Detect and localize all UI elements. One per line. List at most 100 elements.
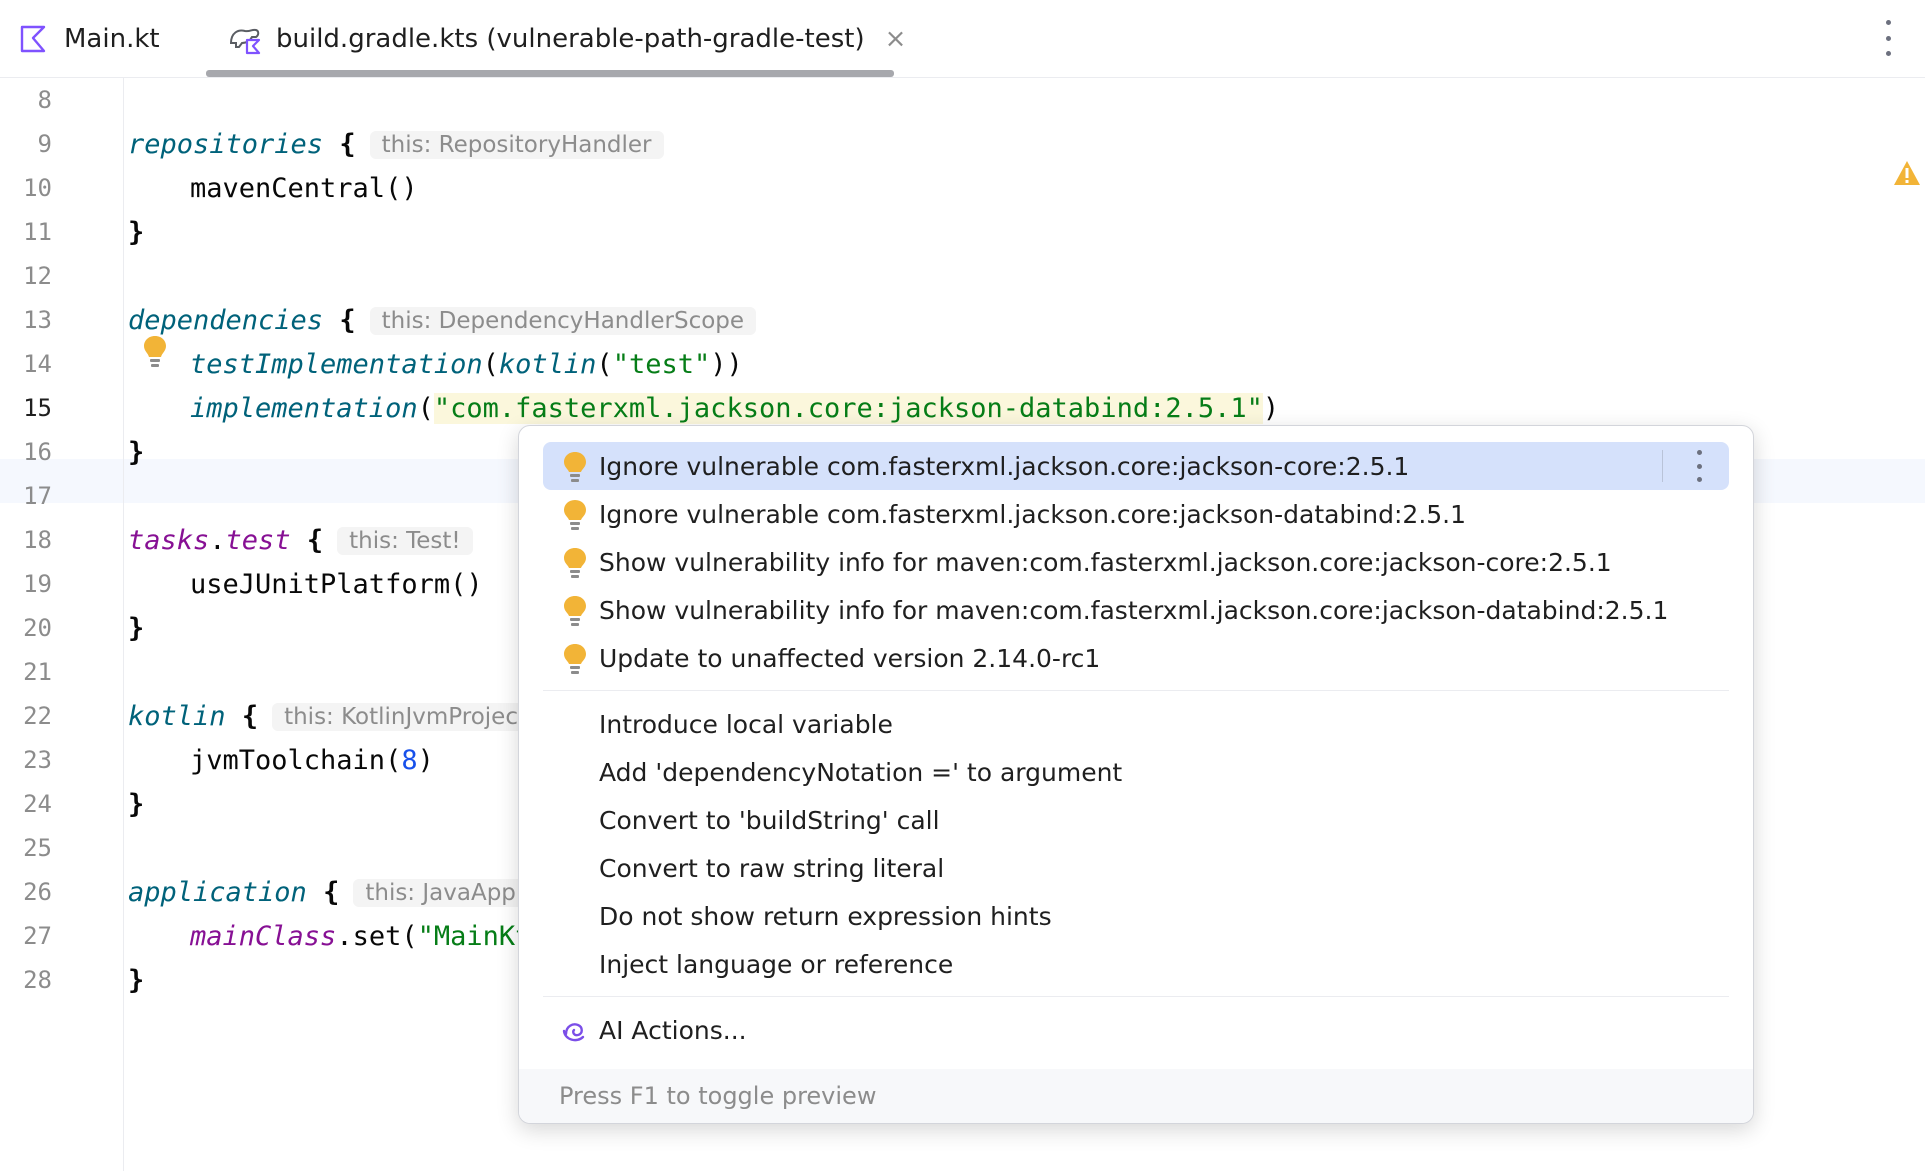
tab-label: Main.kt [64,23,160,54]
tab-main-kt[interactable]: Main.kt [16,0,160,77]
action-item-hide-return-hints[interactable]: Do not show return expression hints [543,892,1729,940]
code-line: 24 } [0,782,1925,826]
inlay-hint: this: Test! [337,527,473,555]
intention-label: Update to unaffected version 2.14.0-rc1 [599,643,1101,673]
lightbulb-icon[interactable] [141,334,169,370]
intention-item-show-info-jackson-databind[interactable]: Show vulnerability info for maven:com.fa… [543,586,1729,634]
line-number: 18 [23,526,52,554]
code-token: kotlin [498,348,597,380]
line-number: 10 [23,174,52,202]
lightbulb-icon [564,596,586,626]
inlay-hint: this: KotlinJvmProjectE [272,703,554,731]
line-number: 14 [23,350,52,378]
code-text: } [128,964,145,996]
code-line: 21 [0,650,1925,694]
lightbulb-icon [564,452,586,482]
action-item-convert-buildstring[interactable]: Convert to 'buildString' call [543,796,1729,844]
action-item-add-named-argument[interactable]: Add 'dependencyNotation =' to argument [543,748,1729,796]
code-line: 9 repositories { this: RepositoryHandler [0,122,1925,166]
code-line-current: 15 implementation("com.fasterxml.jackson… [0,386,1925,430]
line-number: 20 [23,614,52,642]
kotlin-file-icon [16,22,50,56]
code-token: { [241,700,259,732]
intention-label: Show vulnerability info for maven:com.fa… [599,595,1669,625]
code-line: 18 tasks.test {this: Test! [0,518,1925,562]
action-item-introduce-local-variable[interactable]: Introduce local variable [543,700,1729,748]
intention-label: Ignore vulnerable com.fasterxml.jackson.… [599,499,1467,529]
line-number: 21 [23,658,52,686]
popup-divider [543,996,1729,997]
code-text: } [128,216,145,248]
inlay-hint: this: RepositoryHandler [369,131,664,159]
ai-actions-label: AI Actions... [599,1015,747,1045]
code-text: useJUnitPlatform() [190,568,483,600]
code-token: mainClass [190,920,337,952]
line-number: 25 [23,834,52,862]
code-token: test [225,524,291,556]
code-token: { [323,876,340,908]
code-text: mavenCentral() [190,172,418,204]
tab-build-gradle-kts[interactable]: build.gradle.kts (vulnerable-path-gradle… [228,0,906,77]
code-line: 12 [0,254,1925,298]
vulnerable-dependency-string[interactable]: "com.fasterxml.jackson.core:jackson-data… [433,392,1263,424]
intention-label: Show vulnerability info for maven:com.fa… [599,547,1612,577]
intention-item-ignore-jackson-core[interactable]: Ignore vulnerable com.fasterxml.jackson.… [543,442,1729,490]
inlay-hint: this: DependencyHandlerScope [369,307,757,335]
code-token: "MainKt [417,920,532,952]
code-token: ) [1262,392,1280,424]
ai-spiral-icon [562,1023,585,1042]
line-number: 22 [23,702,52,730]
intention-label: Ignore vulnerable com.fasterxml.jackson.… [599,451,1410,481]
line-number: 11 [23,218,52,246]
warning-icon[interactable] [1893,160,1921,186]
line-number: 23 [23,746,52,774]
code-line: 23 jvmToolchain(8) [0,738,1925,782]
lightbulb-icon [564,548,586,578]
intention-item-ignore-jackson-databind[interactable]: Ignore vulnerable com.fasterxml.jackson.… [543,490,1729,538]
ai-actions-item[interactable]: AI Actions... [543,1006,1729,1054]
code-token: { [306,524,324,556]
action-item-convert-raw-string[interactable]: Convert to raw string literal [543,844,1729,892]
gutter-divider [123,78,124,1171]
line-number: 16 [23,438,52,466]
code-token: implementation [190,392,418,424]
code-token: .set( [336,920,418,952]
code-line: 8 [0,78,1925,122]
code-token: ( [596,348,613,380]
code-line: 16 } [0,430,1925,474]
code-line: 27 mainClass.set("MainKt [0,914,1925,958]
line-number: 12 [23,262,52,290]
intention-item-show-info-jackson-core[interactable]: Show vulnerability info for maven:com.fa… [543,538,1729,586]
item-separator [1662,450,1663,482]
code-token: ) [417,744,434,776]
code-token: . [209,524,226,556]
line-number: 28 [23,966,52,994]
code-token: "test" [612,348,711,380]
more-vertical-icon[interactable] [1689,450,1709,482]
code-token: )) [710,348,743,380]
editor-tab-bar: Main.kt build.gradle.kts (vulnerable-pat… [0,0,1925,78]
action-item-inject-language[interactable]: Inject language or reference [543,940,1729,988]
code-token: jvmToolchain( [190,744,402,776]
line-number: 15 [23,394,52,422]
code-token: dependencies [128,304,324,336]
line-number: 19 [23,570,52,598]
code-token: repositories [128,128,324,160]
code-token: { [339,128,356,160]
lightbulb-icon [564,500,586,530]
tab-label: build.gradle.kts (vulnerable-path-gradle… [276,23,865,54]
code-line: 13 dependencies {this: DependencyHandler… [0,298,1925,342]
intention-item-update-version[interactable]: Update to unaffected version 2.14.0-rc1 [543,634,1729,682]
code-line: 25 [0,826,1925,870]
code-token: ( [482,348,499,380]
code-line: 14 testImplementation(kotlin("test")) [0,342,1925,386]
line-number: 9 [37,130,52,158]
more-vertical-icon[interactable] [1881,20,1895,56]
close-icon[interactable]: × [884,23,907,54]
code-line: 11 } [0,210,1925,254]
action-label: Do not show return expression hints [599,901,1052,931]
code-token: application [128,876,307,908]
line-number: 24 [23,790,52,818]
code-line: 20 } [0,606,1925,650]
code-line: 17 [0,474,1925,518]
